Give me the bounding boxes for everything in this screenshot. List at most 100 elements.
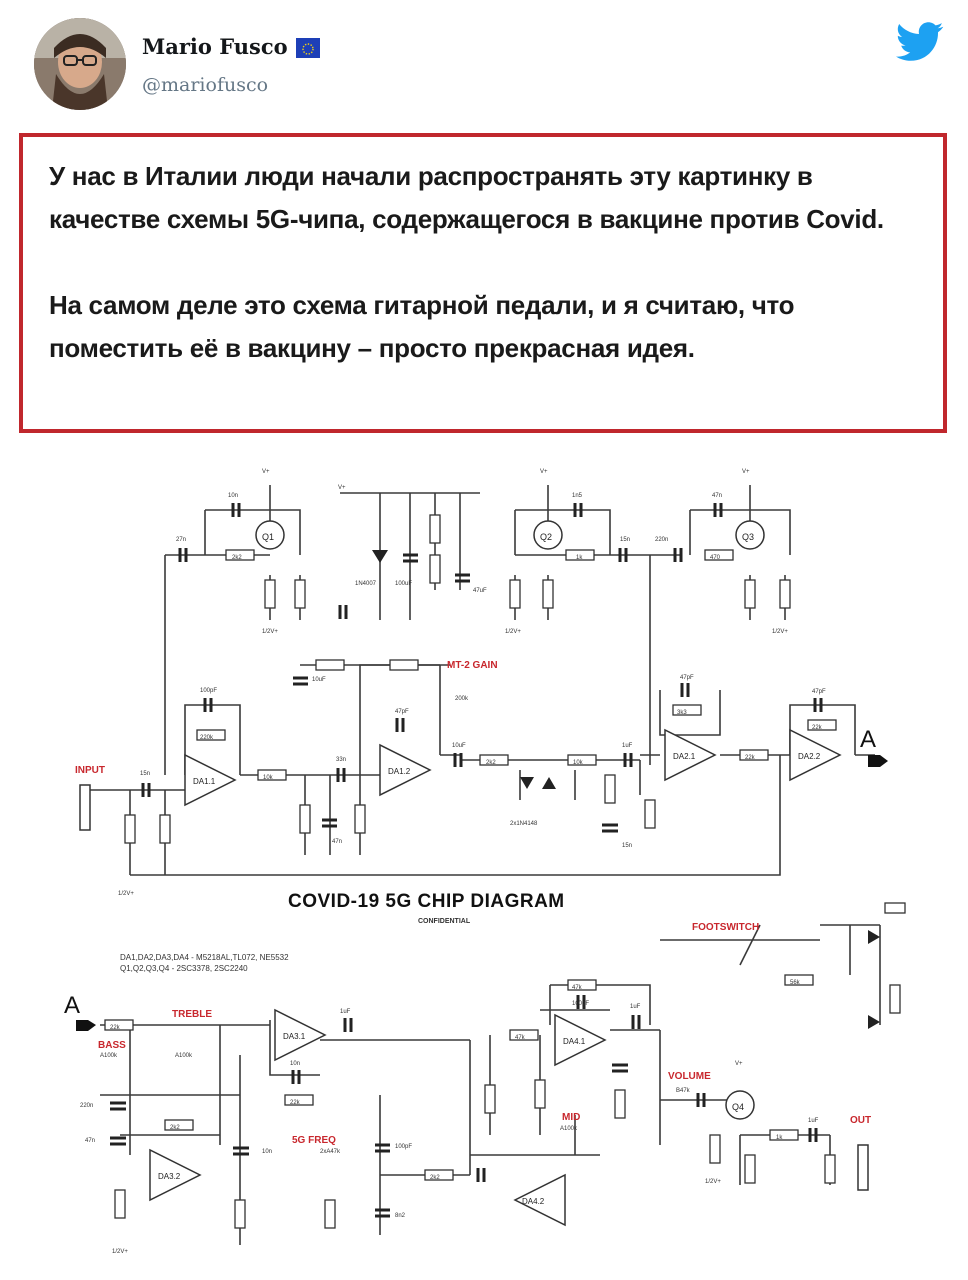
opamp-label: DA1.1 <box>193 777 216 786</box>
component-value: 100pF <box>395 1144 412 1150</box>
opamp-label: DA3.2 <box>158 1172 181 1181</box>
component-value: 10k <box>573 760 584 766</box>
parts-list-line: DA1,DA2,DA3,DA4 - M5218AL,TL072, NE5532 <box>120 953 289 962</box>
component-value: 10uF <box>452 743 466 749</box>
component-value: V+ <box>742 469 750 475</box>
component-value: 8n2 <box>395 1213 406 1219</box>
author-name[interactable]: Mario Fusco <box>142 34 288 59</box>
component-value: 22k <box>745 755 756 761</box>
opamp-da2-1: DA2.1 <box>664 729 716 781</box>
opamp-da1-1: DA1.1 <box>184 754 236 806</box>
component-value: 3k3 <box>677 710 687 716</box>
component-value: 2x1N4148 <box>510 821 538 827</box>
component-value: 10uF <box>312 677 326 683</box>
component-value: 47pF <box>395 709 409 715</box>
component-value: 100pF <box>200 688 217 694</box>
author-name-row: Mario Fusco <box>142 34 320 59</box>
node-a-label: A <box>64 992 80 1019</box>
component-value: A100k <box>175 1053 193 1059</box>
component-value: 10n <box>262 1149 272 1155</box>
node-a-in-arrow-icon <box>76 1020 96 1031</box>
component-value: 47pF <box>680 675 694 681</box>
opamp-label: DA1.2 <box>388 767 411 776</box>
q3-label: Q3 <box>742 532 754 542</box>
component-value: 33n <box>336 757 346 763</box>
schematic-title: COVID-19 5G CHIP DIAGRAM <box>288 891 565 912</box>
component-value: 1/2V+ <box>118 891 134 897</box>
component-value: 10k <box>263 775 274 781</box>
component-value: 15n <box>622 843 632 849</box>
component-value: 220n <box>80 1103 93 1109</box>
opamp-da3-1: DA3.1 <box>274 1009 326 1061</box>
component-value: 1n5 <box>572 493 583 499</box>
resistors <box>104 514 906 1229</box>
component-value: 1/2V+ <box>112 1249 128 1255</box>
tweet-paragraph: У нас в Италии люди начали распространят… <box>49 161 884 234</box>
component-value: 56k <box>790 980 801 986</box>
component-value: 2k2 <box>170 1125 180 1131</box>
component-value: 22k <box>110 1025 121 1031</box>
bass-label: BASS <box>98 1040 126 1051</box>
author-handle[interactable]: @mariofusco <box>142 74 269 96</box>
component-value: 15n <box>140 771 150 777</box>
component-value: V+ <box>262 469 270 475</box>
component-value: 1uF <box>808 1118 819 1124</box>
opamp-da1-2: DA1.2 <box>379 744 431 796</box>
tweet-header: Mario Fusco @mariofusco <box>0 0 968 125</box>
component-value: 220n <box>655 537 668 543</box>
twitter-bird-icon <box>895 22 944 62</box>
gain-label: MT-2 GAIN <box>447 660 498 671</box>
component-value: V+ <box>338 485 346 491</box>
component-value: 27n <box>176 537 186 543</box>
schematic-subtitle: CONFIDENTIAL <box>418 918 471 925</box>
q4-label: Q4 <box>732 1102 744 1112</box>
opamp-label: DA2.2 <box>798 752 821 761</box>
component-value: 220k <box>200 735 214 741</box>
opamp-label: DA2.1 <box>673 752 696 761</box>
output-jack-icon <box>857 1144 869 1191</box>
component-value: 1uF <box>630 1004 641 1010</box>
component-value: 200k <box>455 696 469 702</box>
component-value: 2xA47k <box>320 1149 341 1155</box>
opamp-label: DA3.1 <box>283 1032 306 1041</box>
component-value: 47n <box>332 839 342 845</box>
eu-flag-icon <box>295 37 320 58</box>
component-value: 10n <box>290 1061 300 1067</box>
node-a-out-arrow-icon <box>868 755 888 767</box>
author-avatar[interactable] <box>34 18 126 110</box>
opamp-label: DA4.1 <box>563 1037 586 1046</box>
component-value: 1k <box>776 1135 783 1141</box>
treble-label: TREBLE <box>172 1009 212 1020</box>
opamp-da4-1: DA4.1 <box>554 1014 606 1066</box>
mid-label: MID <box>562 1112 580 1123</box>
component-value: 1/2V+ <box>262 629 278 635</box>
opamp-da3-2: DA3.2 <box>149 1149 201 1201</box>
tweet-paragraph: На самом деле это схема гитарной педали,… <box>49 290 795 363</box>
q1-label: Q1 <box>262 532 274 542</box>
freq-label: 5G FREQ <box>292 1135 336 1146</box>
component-value: 470 <box>710 555 721 561</box>
component-value: 47n <box>712 493 722 499</box>
opamp-da2-2: DA2.2 <box>789 729 841 781</box>
input-label: INPUT <box>75 765 105 776</box>
schematic-wires <box>90 485 881 1245</box>
volume-label: VOLUME <box>668 1071 711 1082</box>
capacitors <box>110 503 823 1218</box>
component-value: 2k2 <box>232 555 242 561</box>
component-value: 1uF <box>340 1009 351 1015</box>
avatar-photo <box>34 18 126 110</box>
component-value: 47k <box>515 1035 526 1041</box>
node-a-label: A <box>860 726 876 753</box>
component-value: 47pF <box>812 689 826 695</box>
component-value: V+ <box>735 1061 743 1067</box>
component-value: 47n <box>85 1138 95 1144</box>
component-value: 1/2V+ <box>772 629 788 635</box>
transistor-q4: Q4 <box>725 1090 755 1120</box>
transistor-q3: Q3 <box>735 520 765 550</box>
component-value: 22k <box>290 1100 301 1106</box>
transistor-q2: Q2 <box>533 520 563 550</box>
component-value: 1/2V+ <box>705 1179 721 1185</box>
component-value: B47k <box>676 1088 691 1094</box>
component-value: 47uF <box>473 588 487 594</box>
component-value: 2k2 <box>486 760 496 766</box>
